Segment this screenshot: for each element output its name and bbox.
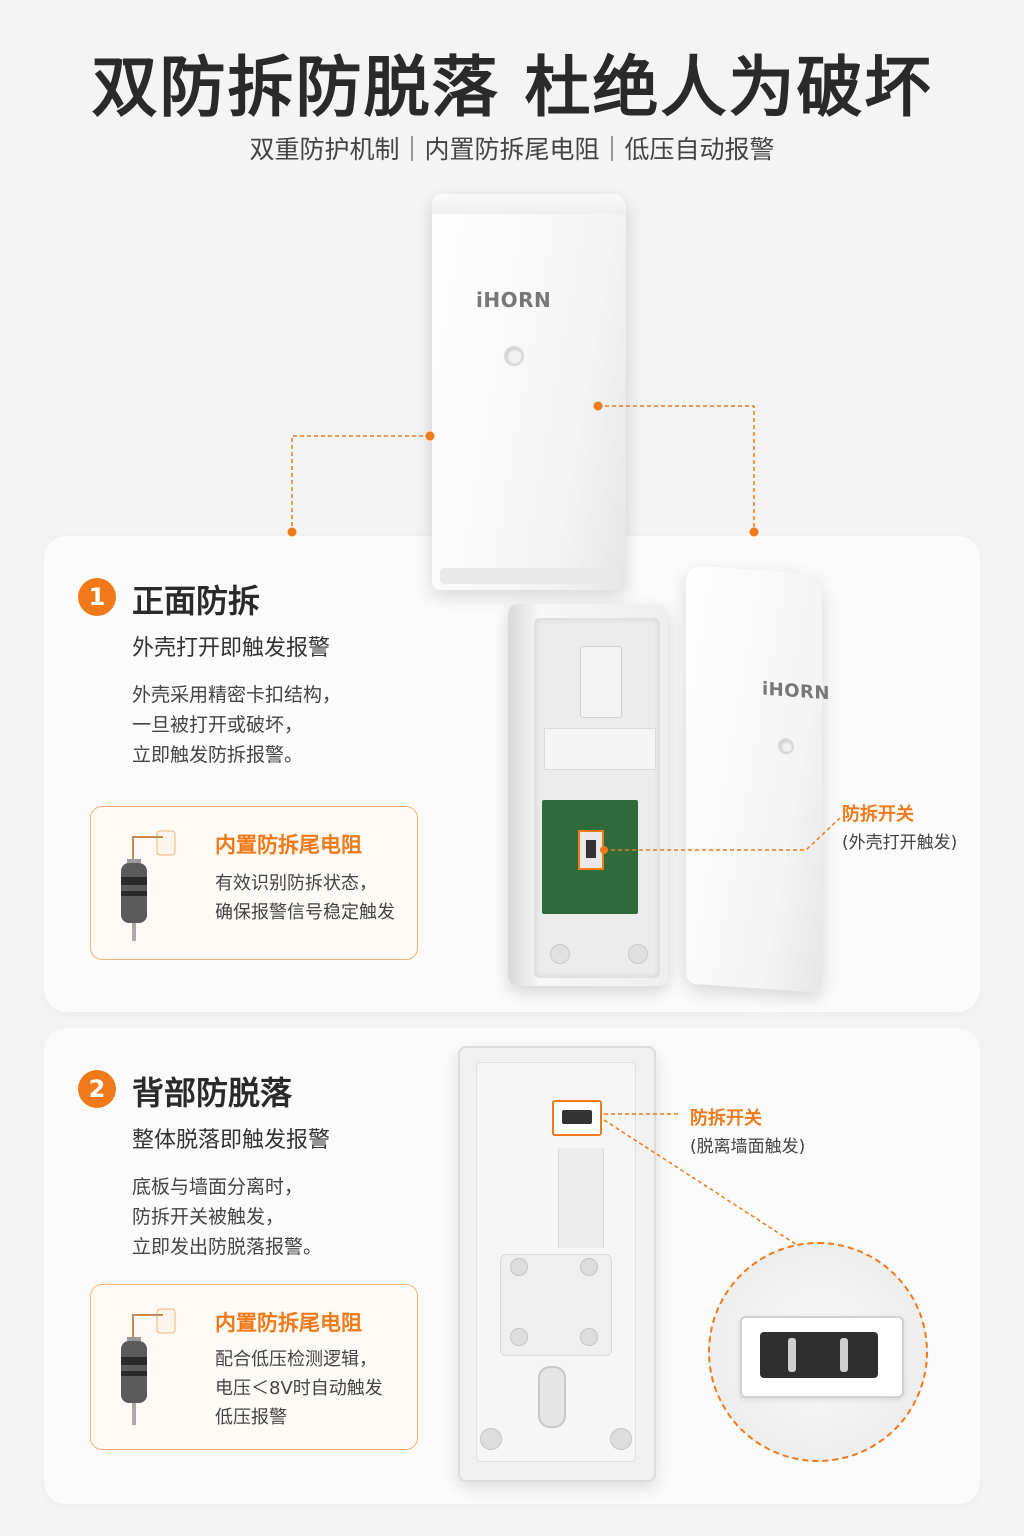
- page-title: 双防拆防脱落 杜绝人为破坏: [91, 49, 933, 126]
- section2-description: 底板与墙面分离时， 防拆开关被触发， 立即发出防脱落报警。: [132, 1176, 323, 1258]
- backplate-corner-hole-icon: [480, 1428, 502, 1450]
- resistor-icon: [121, 830, 176, 941]
- page-subtitle: 双重防护机制｜内置防拆尾电阻｜低压自动报警: [249, 135, 775, 164]
- section1-resistor-title: 内置防拆尾电阻: [215, 833, 362, 857]
- pcb-board: [542, 800, 638, 914]
- section1-title: 正面防拆: [132, 582, 261, 620]
- base-screw-hole: [550, 944, 570, 964]
- section2-callout-line: [603, 1113, 815, 1257]
- tamper-switch-icon: [578, 830, 604, 870]
- section1-subtitle: 外壳打开即触发报警: [132, 636, 331, 661]
- backplate-hole-icon: [510, 1258, 528, 1276]
- section2-subtitle: 整体脱落即触发报警: [132, 1128, 331, 1153]
- magnified-switch-icon: [760, 1332, 878, 1378]
- backplate-hole-icon: [580, 1258, 598, 1276]
- section2-number-badge: 2: [78, 1070, 116, 1108]
- resistor-icon: [121, 1308, 176, 1425]
- backplate-tamper-switch-icon: [552, 1100, 602, 1136]
- device-led-icon: [778, 737, 794, 755]
- section1-callout-line: [600, 817, 841, 854]
- device-led-icon: [504, 346, 524, 366]
- section1-number-badge: 1: [78, 578, 116, 616]
- section2-resistor-title: 内置防拆尾电阻: [215, 1311, 362, 1335]
- section2-callout-title: 防拆开关: [690, 1108, 762, 1129]
- backplate-hole-icon: [510, 1328, 528, 1346]
- section2-title: 背部防脱落: [132, 1074, 293, 1112]
- device-front-bottom-bevel: [440, 568, 618, 584]
- device-open-base-image: [508, 604, 668, 986]
- base-mid-rib: [544, 728, 656, 770]
- section1-callout-title: 防拆开关: [842, 804, 914, 825]
- base-top-clip: [580, 646, 622, 718]
- backplate-channel: [558, 1148, 604, 1248]
- device-backplate-image: [458, 1046, 656, 1482]
- section1-callout-subtitle: (外壳打开触发): [842, 833, 958, 853]
- section1-resistor-box: 内置防拆尾电阻 有效识别防拆状态， 确保报警信号稳定触发: [90, 806, 418, 960]
- device-front-top-bevel: [432, 194, 626, 214]
- device-brand-logo: iHORN: [476, 288, 552, 312]
- switch-magnified-view: [708, 1242, 928, 1462]
- section1-description: 外壳采用精密卡扣结构， 一旦被打开或破坏， 立即触发防拆报警。: [132, 684, 342, 766]
- section2-resistor-text: 配合低压检测逻辑， 电压＜8V时自动触发 低压报警: [215, 1349, 383, 1428]
- base-screw-hole: [628, 944, 648, 964]
- backplate-corner-hole-icon: [610, 1428, 632, 1450]
- backplate-slot-icon: [538, 1366, 566, 1428]
- section1-resistor-text: 有效识别防拆状态， 确保报警信号稳定触发: [215, 873, 395, 923]
- backplate-hole-icon: [580, 1328, 598, 1346]
- section2-callout-subtitle: (脱离墙面触发): [690, 1137, 806, 1157]
- device-brand-logo: iHORN: [762, 678, 830, 705]
- top-leader-lines: [287, 401, 759, 537]
- device-cover-image: iHORN: [686, 565, 830, 993]
- device-front-image: iHORN: [432, 194, 626, 590]
- section2-resistor-box: 内置防拆尾电阻 配合低压检测逻辑， 电压＜8V时自动触发 低压报警: [90, 1284, 418, 1450]
